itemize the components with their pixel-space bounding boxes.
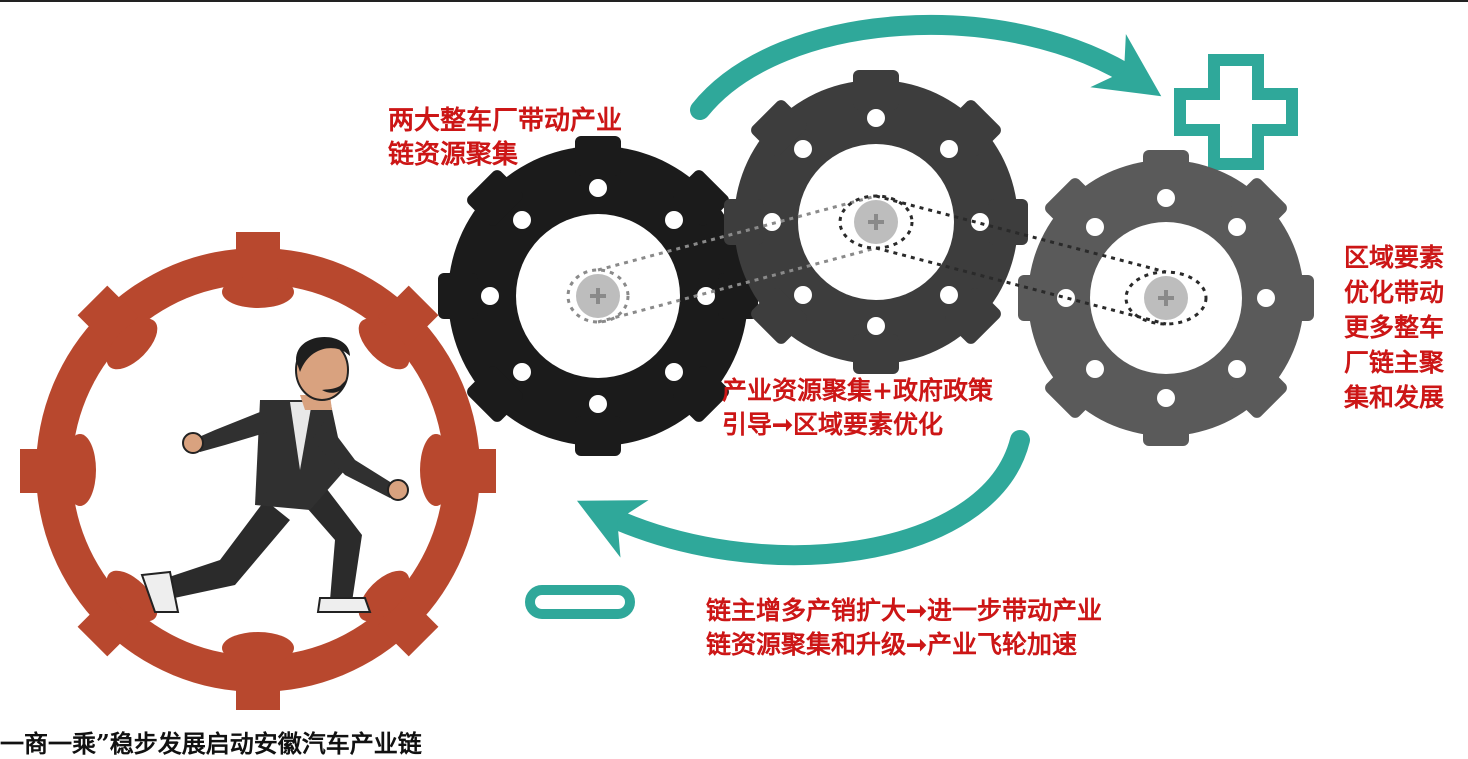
caption: 一商一乘”稳步发展启动安徽汽车产业链 xyxy=(0,729,422,758)
bottom-cycle-arrow xyxy=(576,430,1030,566)
gear-belt xyxy=(566,194,1208,326)
minus-icon xyxy=(525,585,635,619)
label-two-makers: 两大整车厂带动产业 链资源聚集 xyxy=(388,106,623,170)
gear-hubs xyxy=(576,200,1188,320)
label-flywheel-accelerate: 链主增多产销扩大➞进一步带动产业 链资源聚集和升级➞产业飞轮加速 xyxy=(706,596,1102,659)
label-regional-factors: 区域要素 优化带动 更多整车 厂链主聚 集和发展 xyxy=(1344,243,1445,412)
running-businessman-icon xyxy=(140,336,409,613)
label-resource-policy: 产业资源聚集+政府政策 引导➞区域要素优化 xyxy=(722,376,993,439)
plus-icon xyxy=(1174,54,1298,170)
top-cycle-arrow xyxy=(690,14,1162,120)
top-border-line xyxy=(0,0,1468,2)
